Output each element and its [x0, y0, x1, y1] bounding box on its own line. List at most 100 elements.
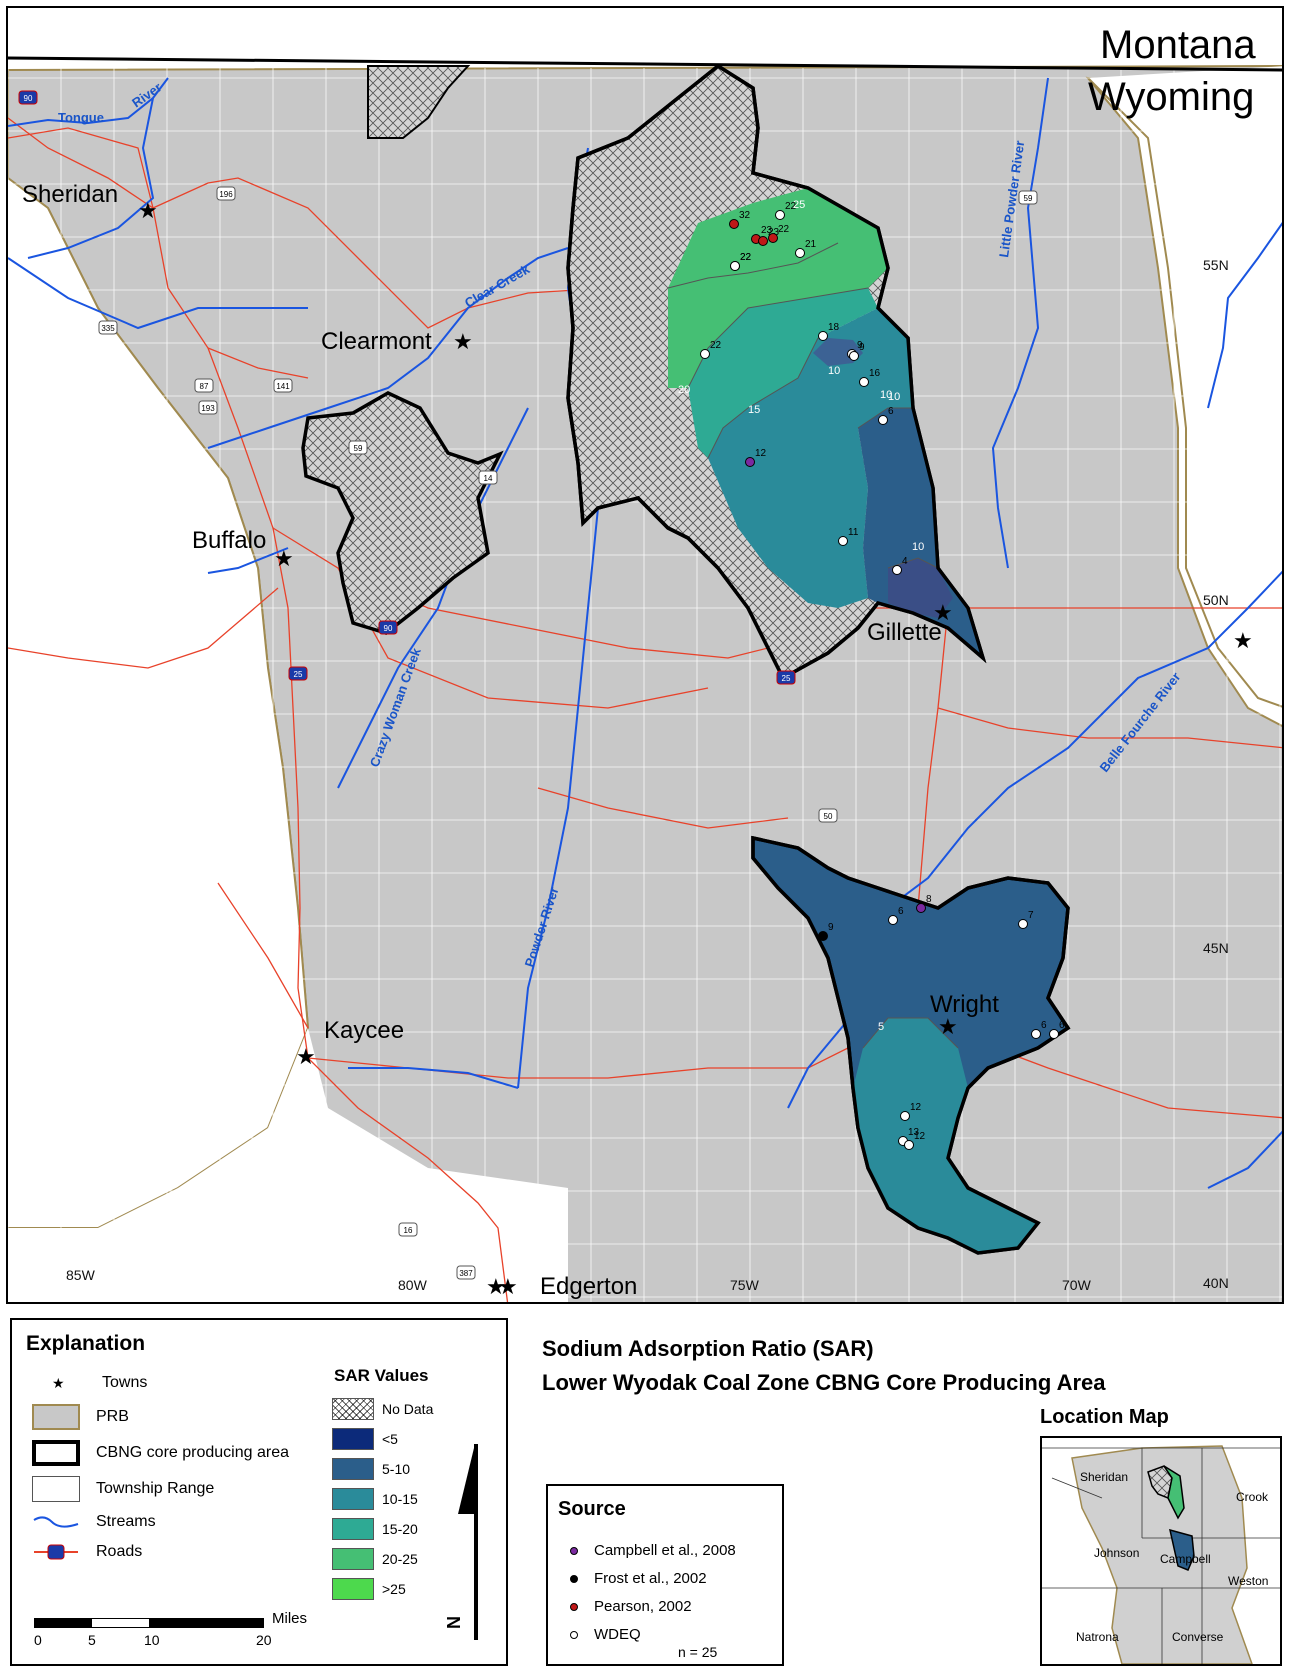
town-label: Kaycee	[324, 1017, 404, 1044]
town-star-icon: ★	[1233, 628, 1253, 653]
west-outside-prb	[8, 178, 308, 1228]
north-label: N	[444, 1616, 464, 1629]
township-label: 45N	[1203, 940, 1229, 956]
range-label: 85W	[66, 1267, 96, 1283]
source-title: Source	[558, 1498, 626, 1520]
legend-label-streams: Streams	[96, 1513, 156, 1530]
source-item: Pearson, 2002	[570, 1598, 692, 1615]
no-data-area-north	[367, 65, 471, 139]
road-shield-label: 141	[276, 382, 290, 391]
scale-tick-20: 20	[256, 1632, 272, 1648]
sample-point	[900, 1111, 910, 1121]
legend-item-prb: PRB	[32, 1404, 129, 1430]
sar-swatch	[332, 1488, 374, 1510]
township-label: 55N	[1203, 257, 1229, 273]
road-shield-icon	[288, 666, 308, 681]
sar-item: 10-15	[332, 1488, 418, 1510]
sample-point	[892, 565, 902, 575]
legend-title: Explanation	[26, 1332, 146, 1355]
source-item: WDEQ	[570, 1626, 641, 1643]
sample-value-label: 22	[740, 252, 752, 263]
contour-label: 20	[678, 384, 690, 396]
county-label: Converse	[1172, 1630, 1224, 1644]
sar-label: 20-25	[382, 1551, 418, 1567]
source-item: Frost et al., 2002	[570, 1570, 707, 1587]
sar-item: >25	[332, 1578, 406, 1600]
sar-zone-lt5	[888, 558, 953, 618]
sar-zone-15-20	[688, 288, 878, 458]
sample-value-label: 16	[869, 368, 881, 379]
sample-value-label: 22	[785, 201, 797, 212]
town-label: Wright	[930, 991, 999, 1018]
sample-point	[775, 210, 785, 220]
river-label: Tongue	[58, 110, 104, 125]
sar-item: No Data	[332, 1398, 433, 1420]
sample-point	[818, 331, 828, 341]
sample-point	[795, 248, 805, 258]
sample-point	[916, 903, 926, 913]
sample-value-label: 11	[848, 527, 859, 538]
town-star-icon: ★	[938, 1014, 958, 1039]
stream-icon	[33, 1516, 79, 1528]
sample-value-label: 18	[828, 322, 840, 333]
contour-lines	[667, 242, 959, 1049]
road-shield-label: 87	[200, 382, 209, 391]
sample-point	[745, 457, 755, 467]
contour-label: 10	[828, 365, 840, 377]
sample-value-label: 6	[1041, 1020, 1047, 1031]
road-shield-label: 50	[824, 812, 833, 821]
town-label: Sheridan	[22, 181, 118, 208]
county-label: Natrona	[1076, 1630, 1119, 1644]
sample-point	[729, 219, 739, 229]
road-shield-label: 25	[782, 674, 791, 683]
road-shield-icon	[18, 90, 38, 105]
sample-value-label: 22	[710, 340, 722, 351]
sar-item: <5	[332, 1428, 398, 1450]
town-star-icon: ★	[453, 329, 473, 354]
legend-label-prb: PRB	[96, 1408, 129, 1425]
sar-zone-south-border	[751, 835, 1071, 1255]
sample-value-label: 12	[910, 1102, 922, 1113]
source-label: Campbell et al., 2008	[594, 1542, 736, 1559]
road-shield-icon	[348, 440, 368, 455]
road-shield-icon	[98, 320, 118, 335]
sample-value-label: 23	[768, 227, 780, 238]
source-dot-icon	[570, 1630, 578, 1639]
cbng-swatch	[32, 1440, 80, 1466]
road-shield-label: 335	[101, 324, 115, 333]
state-label-south: Wyoming	[1088, 75, 1254, 119]
location-map-canvas	[1042, 1438, 1280, 1664]
sar-item: 20-25	[332, 1548, 418, 1570]
sar-item: 5-10	[332, 1458, 410, 1480]
road-shield-icon	[194, 378, 214, 393]
road-shield-label: 14	[484, 474, 493, 483]
sar-label: <5	[382, 1431, 398, 1447]
town-star-icon: ★	[498, 1274, 518, 1299]
map-canvas: MontanaWyoming★Sheridan★Clearmont★Buffal…	[8, 23, 1282, 1302]
sar-swatch	[332, 1518, 374, 1540]
sample-value-label: 12	[755, 448, 767, 459]
road-shield-icon	[273, 378, 293, 393]
sample-value-label: 22	[778, 224, 790, 235]
sar-swatch	[332, 1458, 374, 1480]
town-label: Clearmont	[321, 328, 432, 355]
contour-label: 10	[880, 389, 892, 401]
scale-tick-0: 0	[34, 1632, 42, 1648]
sample-count: n = 25	[678, 1644, 718, 1660]
legend-label-roads: Roads	[96, 1543, 143, 1560]
sample-point	[1031, 1029, 1041, 1039]
sample-value-label: 9	[859, 342, 865, 353]
sample-value-label: 9	[857, 340, 863, 351]
source-label: Pearson, 2002	[594, 1598, 692, 1615]
road-icon	[34, 1544, 78, 1560]
sample-point	[904, 1140, 914, 1150]
town-label: Gillette	[867, 619, 942, 646]
legend-item-roads: Roads	[32, 1542, 142, 1562]
range-label: 70W	[1062, 1277, 1092, 1293]
sar-label: No Data	[382, 1401, 434, 1417]
map-labels: MontanaWyoming★Sheridan★Clearmont★Buffal…	[18, 23, 1256, 1300]
star-icon: ★	[52, 1374, 65, 1391]
sample-point	[768, 233, 778, 243]
north-arrow-icon	[458, 1444, 478, 1640]
